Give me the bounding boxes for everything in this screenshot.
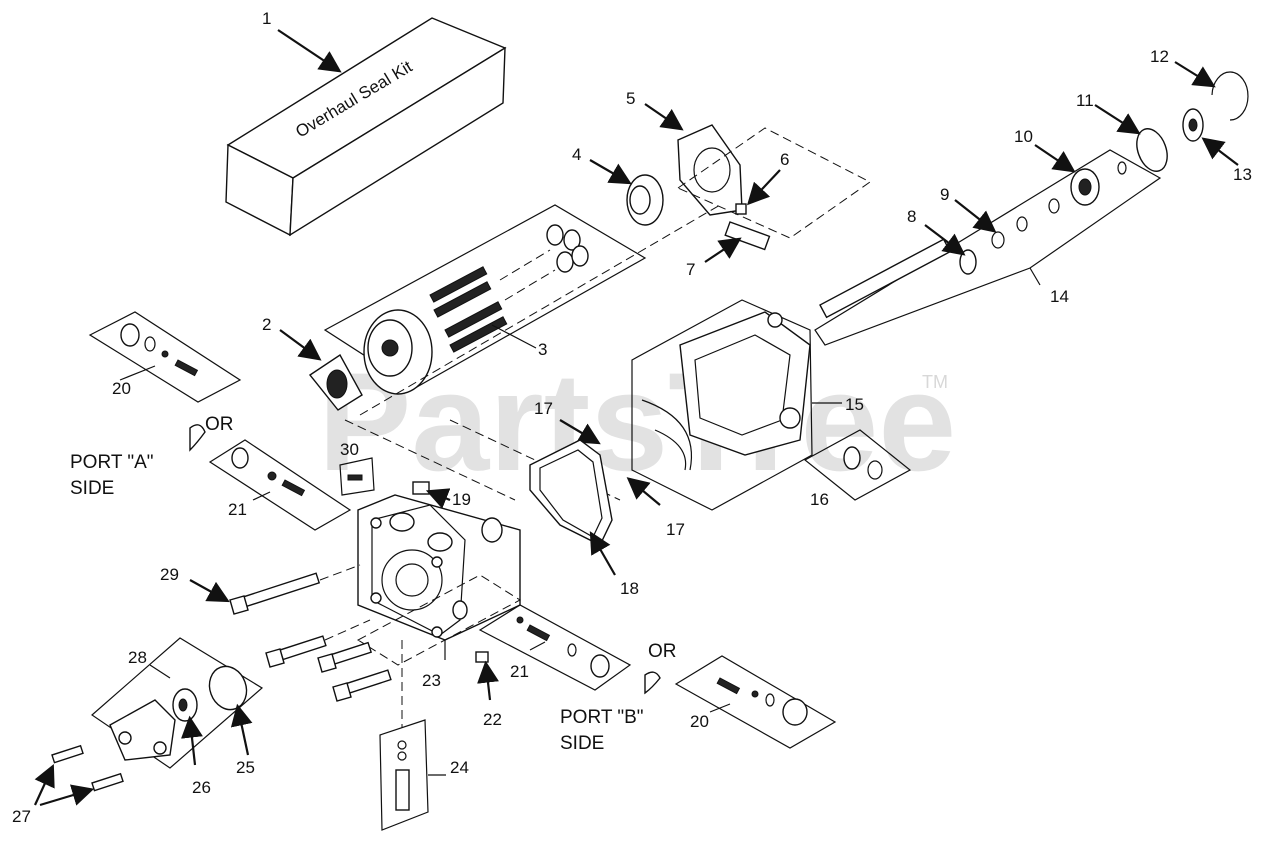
thrust-plate[interactable] (677, 124, 743, 216)
or-label-left: OR (205, 414, 234, 435)
input-shaft-kit[interactable] (814, 149, 1162, 346)
screws-27[interactable] (51, 744, 124, 792)
bearing-seal-16[interactable] (803, 429, 912, 501)
pin[interactable] (735, 203, 747, 215)
or-label-right: OR (648, 641, 677, 662)
callout-30[interactable]: 30 (340, 440, 359, 459)
callout-5[interactable]: 5 (626, 89, 635, 108)
callout-26[interactable]: 26 (192, 778, 211, 797)
fitting-19[interactable] (412, 481, 430, 495)
callout-7[interactable]: 7 (686, 260, 695, 279)
callout-20b[interactable]: 20 (690, 712, 709, 731)
callout-12[interactable]: 12 (1150, 47, 1169, 66)
callout-21b[interactable]: 21 (510, 662, 529, 681)
port-b-label: PORT "B" (560, 707, 644, 728)
plug-30[interactable] (339, 457, 375, 496)
callout-27[interactable]: 27 (12, 807, 31, 826)
callout-28[interactable]: 28 (128, 648, 147, 667)
pin-22[interactable] (475, 651, 489, 663)
charge-pump-kit[interactable] (91, 637, 264, 769)
callout-24[interactable]: 24 (450, 758, 469, 777)
swashplate[interactable] (308, 353, 363, 411)
snap-ring-11[interactable] (1131, 125, 1172, 176)
callout-17b[interactable]: 17 (666, 520, 685, 539)
bolts-row[interactable] (265, 635, 392, 702)
callout-4[interactable]: 4 (572, 145, 581, 164)
housing[interactable] (631, 299, 813, 511)
callout-6[interactable]: 6 (780, 150, 789, 169)
relief-valve-right[interactable] (478, 604, 632, 691)
callout-3[interactable]: 3 (538, 340, 547, 359)
callout-23[interactable]: 23 (422, 671, 441, 690)
callout-17a[interactable]: 17 (534, 399, 553, 418)
trademark: TM (922, 372, 948, 392)
relief-valve-left[interactable] (208, 439, 352, 531)
port-a-side: SIDE (70, 478, 114, 499)
callout-25[interactable]: 25 (236, 758, 255, 777)
seal-13[interactable] (1182, 108, 1204, 142)
callout-11[interactable]: 11 (1076, 91, 1094, 110)
check-valve-kit-left[interactable] (88, 311, 242, 403)
callout-18[interactable]: 18 (620, 579, 639, 598)
callout-1[interactable]: 1 (262, 9, 271, 28)
center-section[interactable] (357, 494, 521, 641)
valve-24[interactable] (379, 719, 429, 831)
thrust-bearing[interactable] (626, 174, 664, 226)
port-b-side: SIDE (560, 733, 604, 754)
callout-20a[interactable]: 20 (112, 379, 131, 398)
retaining-ring-12[interactable] (1211, 71, 1249, 121)
detail-arc (641, 399, 692, 471)
port-a-label: PORT "A" (70, 452, 154, 473)
seal-kit-box[interactable]: Overhaul Seal Kit (225, 17, 507, 237)
callout-15[interactable]: 15 (845, 395, 864, 414)
callout-13[interactable]: 13 (1233, 165, 1252, 184)
callout-19[interactable]: 19 (452, 490, 471, 509)
callout-9[interactable]: 9 (940, 185, 949, 204)
callout-29[interactable]: 29 (160, 565, 179, 584)
callout-10[interactable]: 10 (1014, 127, 1033, 146)
callout-14[interactable]: 14 (1050, 287, 1069, 306)
trunnion-arm[interactable] (724, 221, 771, 251)
callout-22[interactable]: 22 (483, 710, 502, 729)
check-valve-kit-right[interactable] (674, 655, 837, 749)
bolt-29[interactable] (229, 572, 321, 615)
callout-8[interactable]: 8 (907, 207, 916, 226)
callout-21a[interactable]: 21 (228, 500, 247, 519)
callout-16[interactable]: 16 (810, 490, 829, 509)
cylinder-block-kit[interactable] (323, 204, 647, 395)
callout-2[interactable]: 2 (262, 315, 271, 334)
